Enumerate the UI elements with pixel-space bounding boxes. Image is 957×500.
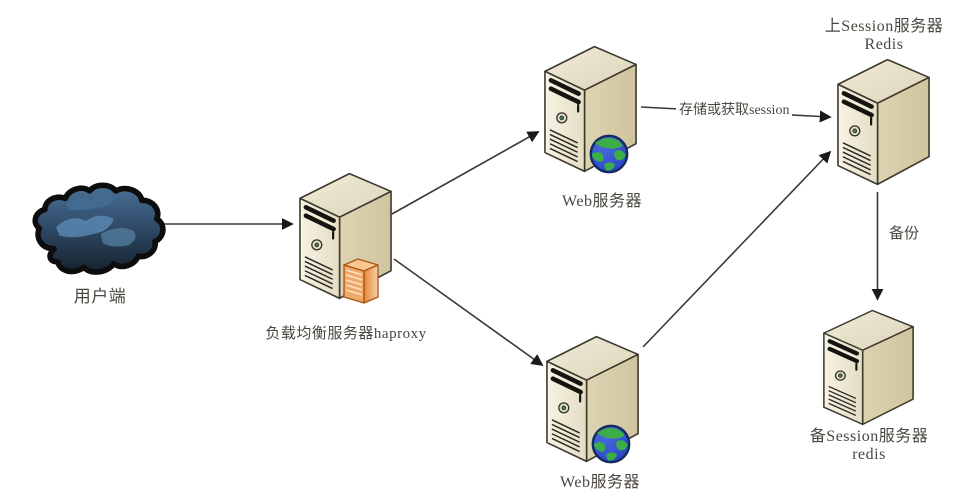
cloud-icon bbox=[28, 176, 168, 288]
node-load-balancer bbox=[296, 168, 395, 303]
web-server-top-label: Web服务器 bbox=[547, 193, 657, 211]
node-web-server-top bbox=[541, 41, 640, 176]
load-balancer-label: 负载均衡服务器haproxy bbox=[256, 326, 436, 343]
node-web-server-bottom bbox=[543, 331, 642, 466]
client-label-text: 用户端 bbox=[73, 287, 127, 306]
arrow-webbottom-to-session bbox=[642, 150, 832, 348]
load-balancer-label-text: 负载均衡服务器haproxy bbox=[265, 326, 427, 342]
node-session-server-backup bbox=[820, 306, 917, 428]
backup-session-server-label: 备Session服务器 redis bbox=[803, 428, 935, 465]
expansion-card-icon bbox=[342, 256, 380, 304]
globe-icon bbox=[589, 134, 629, 174]
globe-icon bbox=[591, 424, 631, 464]
session-server-label-line2: Redis bbox=[864, 36, 904, 54]
arrow-loadbalancer-to-webtop bbox=[391, 131, 540, 215]
client-label: 用户端 bbox=[55, 287, 145, 307]
server-icon bbox=[820, 306, 917, 428]
backup-session-server-label-line1: 备Session服务器 bbox=[809, 428, 929, 445]
web-server-bottom-label: Web服务器 bbox=[545, 474, 655, 492]
web-server-top-label-text: Web服务器 bbox=[562, 193, 642, 210]
edge-label-backup-text: 备份 bbox=[889, 226, 920, 242]
session-server-label-line1: 上Session服务器 bbox=[824, 18, 944, 35]
edge-label-store-session-text: 存储或获取session bbox=[679, 103, 790, 118]
backup-session-server-label-line2: redis bbox=[852, 446, 886, 464]
node-client bbox=[28, 176, 168, 288]
session-server-label: 上Session服务器 Redis bbox=[814, 18, 954, 55]
edge-label-store-session: 存储或获取session bbox=[676, 103, 793, 119]
node-session-server-primary bbox=[834, 54, 933, 189]
arrow-loadbalancer-to-webbottom bbox=[393, 258, 544, 367]
edge-label-backup: 备份 bbox=[886, 226, 922, 243]
server-icon bbox=[834, 54, 933, 189]
web-server-bottom-label-text: Web服务器 bbox=[560, 474, 640, 491]
